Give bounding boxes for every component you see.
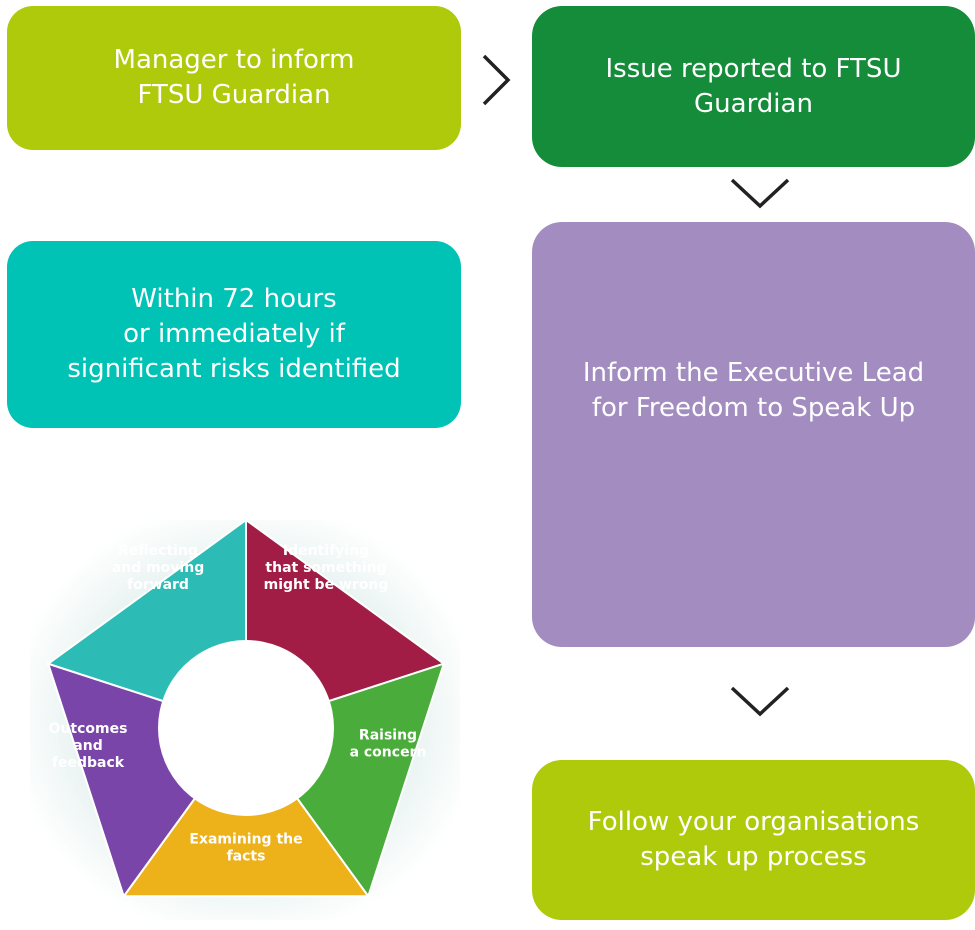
issue-reported-text: Issue reported to FTSU Guardian <box>605 53 902 119</box>
chevron-right-icon <box>482 54 511 106</box>
issue-reported-box: Issue reported to FTSU Guardian <box>532 6 975 167</box>
chevron-down-icon <box>730 686 790 717</box>
manager-inform-box: Manager to inform FTSU Guardian <box>7 6 461 150</box>
cycle-center <box>158 640 334 816</box>
timing-text: Within 72 hours or immediately if signif… <box>67 284 401 384</box>
speak-up-process-text: Follow your organisations speak up proce… <box>587 807 920 872</box>
executive-lead-text: Inform the Executive Lead for Freedom to… <box>582 358 925 423</box>
timing-box: Within 72 hours or immediately if signif… <box>7 241 461 428</box>
chevron-down-icon <box>730 178 790 209</box>
executive-lead-box: Inform the Executive Lead for Freedom to… <box>532 222 975 647</box>
manager-inform-text: Manager to inform FTSU Guardian <box>113 45 355 110</box>
speak-up-process-box: Follow your organisations speak up proce… <box>532 760 975 920</box>
